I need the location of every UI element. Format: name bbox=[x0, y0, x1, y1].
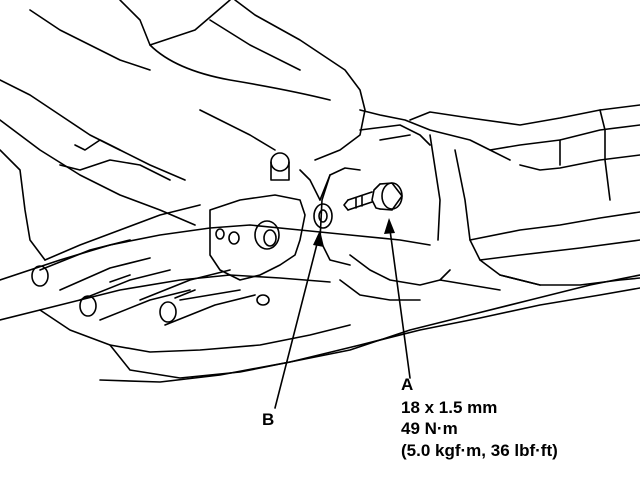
lower-pan bbox=[0, 224, 640, 383]
drain-bolt-a bbox=[343, 182, 403, 211]
leader-a-arrowhead bbox=[384, 218, 395, 234]
leader-lines bbox=[274, 229, 411, 409]
callout-a-label: A bbox=[401, 375, 414, 394]
callout-a-bolt-size: 18 x 1.5 mm bbox=[401, 398, 498, 417]
frame-rails bbox=[359, 109, 640, 286]
callout-a-torque-alt: (5.0 kgf·m, 36 lbf·ft) bbox=[401, 441, 558, 460]
cooler-tubes bbox=[31, 239, 256, 326]
sealing-washer-b bbox=[313, 203, 333, 229]
leader-b-arrowhead bbox=[313, 230, 324, 247]
callout-a-torque-nm: 49 N·m bbox=[401, 419, 458, 438]
callout-b-label: B bbox=[262, 410, 275, 429]
